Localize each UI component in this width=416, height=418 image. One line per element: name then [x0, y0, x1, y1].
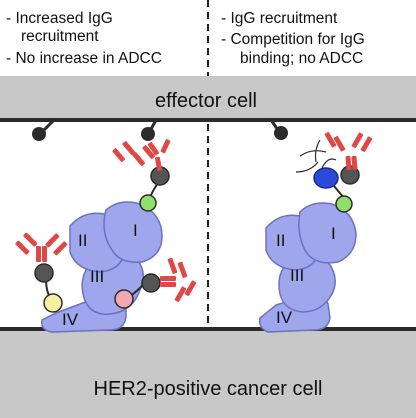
right-note-line-1: - IgG recruitment [221, 10, 338, 27]
right-notes: - IgG recruitment - Competition for IgG … [221, 10, 365, 67]
her2-left-label-ii: II [78, 231, 87, 250]
antibody-left [15, 232, 68, 262]
right-note-line-2: - Competition for IgG [221, 31, 365, 48]
yellow-conjugate-ball [43, 293, 63, 313]
conjugate-left [15, 232, 68, 313]
green-conjugate-ball [139, 194, 157, 212]
blocking-domain [313, 167, 339, 189]
her2-receptor-right: I II III IV [258, 202, 357, 333]
steric-clash-marks [295, 139, 337, 173]
her2-left-domain-i [103, 201, 163, 263]
cancer-cell-membrane [0, 329, 416, 418]
conjugate-right [295, 131, 373, 213]
linker-ball [141, 273, 161, 293]
conjugate-top-left [112, 139, 171, 212]
linker-ball [34, 263, 54, 283]
fc-receptor-left-2 [141, 119, 158, 141]
her2-right-domain-i [298, 202, 357, 264]
her2-right-label-ii: II [276, 231, 285, 250]
left-note-line-2: recruitment [21, 28, 99, 45]
her2-right-label-iv: IV [276, 308, 293, 327]
effector-cell-label: effector cell [155, 90, 257, 112]
green-conjugate-ball [335, 195, 353, 213]
cancer-cell-label: HER2-positive cancer cell [94, 378, 323, 400]
left-notes: - Increased IgG recruitment - No increas… [6, 10, 162, 67]
left-note-line-1: - Increased IgG [6, 10, 113, 27]
her2-left-label-iii: III [90, 267, 104, 286]
her2-left-label-i: I [133, 221, 138, 240]
antibody-top-left [112, 139, 171, 172]
fc-receptor-right-1 [269, 119, 288, 140]
antibody-right-lower [160, 257, 197, 303]
conjugate-right-of-left-receptor [114, 257, 197, 309]
her2-right-label-i: I [331, 224, 336, 243]
her2-receptor-left: I II III IV [40, 201, 163, 333]
left-note-line-3: - No increase in ADCC [6, 50, 162, 67]
antibody-right [324, 131, 373, 171]
fc-receptor-left-1 [32, 118, 56, 141]
her2-left-label-iv: IV [62, 310, 79, 329]
right-note-line-3: binding; no ADCC [240, 50, 363, 67]
pink-conjugate-ball [114, 289, 134, 309]
effector-cell-membrane [0, 76, 416, 120]
her2-right-label-iii: III [290, 266, 304, 285]
